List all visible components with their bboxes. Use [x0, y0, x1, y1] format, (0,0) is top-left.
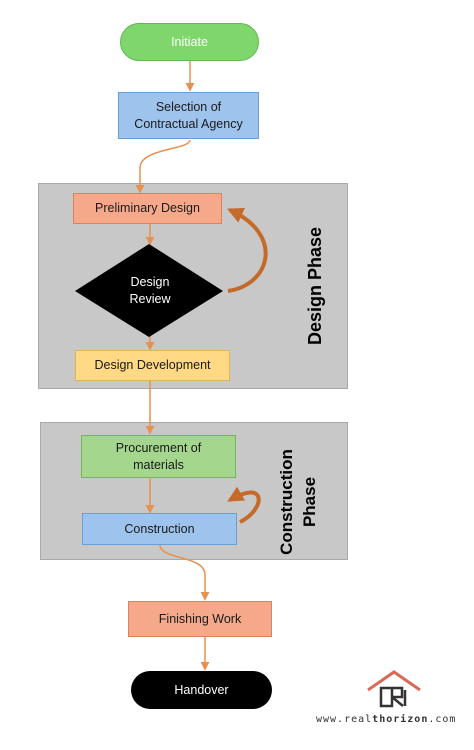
selection-line1: Selection of [155, 99, 222, 114]
logo [360, 668, 430, 710]
finishing-work-node: Finishing Work [128, 601, 272, 637]
procurement-node: Procurement of materials [81, 435, 236, 478]
design-development-node: Design Development [75, 350, 230, 381]
arrow-selection-to-preliminary [135, 139, 191, 194]
initiate-node: Initiate [120, 23, 259, 61]
preliminary-design-node: Preliminary Design [73, 193, 222, 224]
selection-line2: Contractual Agency [134, 116, 243, 131]
design-review-diamond [75, 244, 223, 337]
design-review-label: Design Review [95, 270, 205, 312]
loop-arrow-review [227, 208, 268, 293]
procurement-line2: materials [133, 457, 184, 472]
house-logo-icon [367, 670, 421, 708]
construction-node: Construction [82, 513, 237, 545]
loop-arrow-construction [227, 486, 261, 524]
url-suffix: .com [428, 714, 457, 725]
arrow-construction-to-finishing [159, 544, 210, 601]
design-review-line1: Design [130, 275, 170, 290]
handover-node: Handover [131, 671, 272, 709]
procurement-line1: Procurement of [115, 440, 202, 455]
url-brand: thorizon [372, 714, 429, 725]
selection-node: Selection of Contractual Agency [118, 92, 259, 139]
design-review-line2: Review [129, 292, 171, 306]
url-prefix: www.real [316, 714, 373, 725]
website-url: www.realthorizon.com [316, 714, 466, 728]
